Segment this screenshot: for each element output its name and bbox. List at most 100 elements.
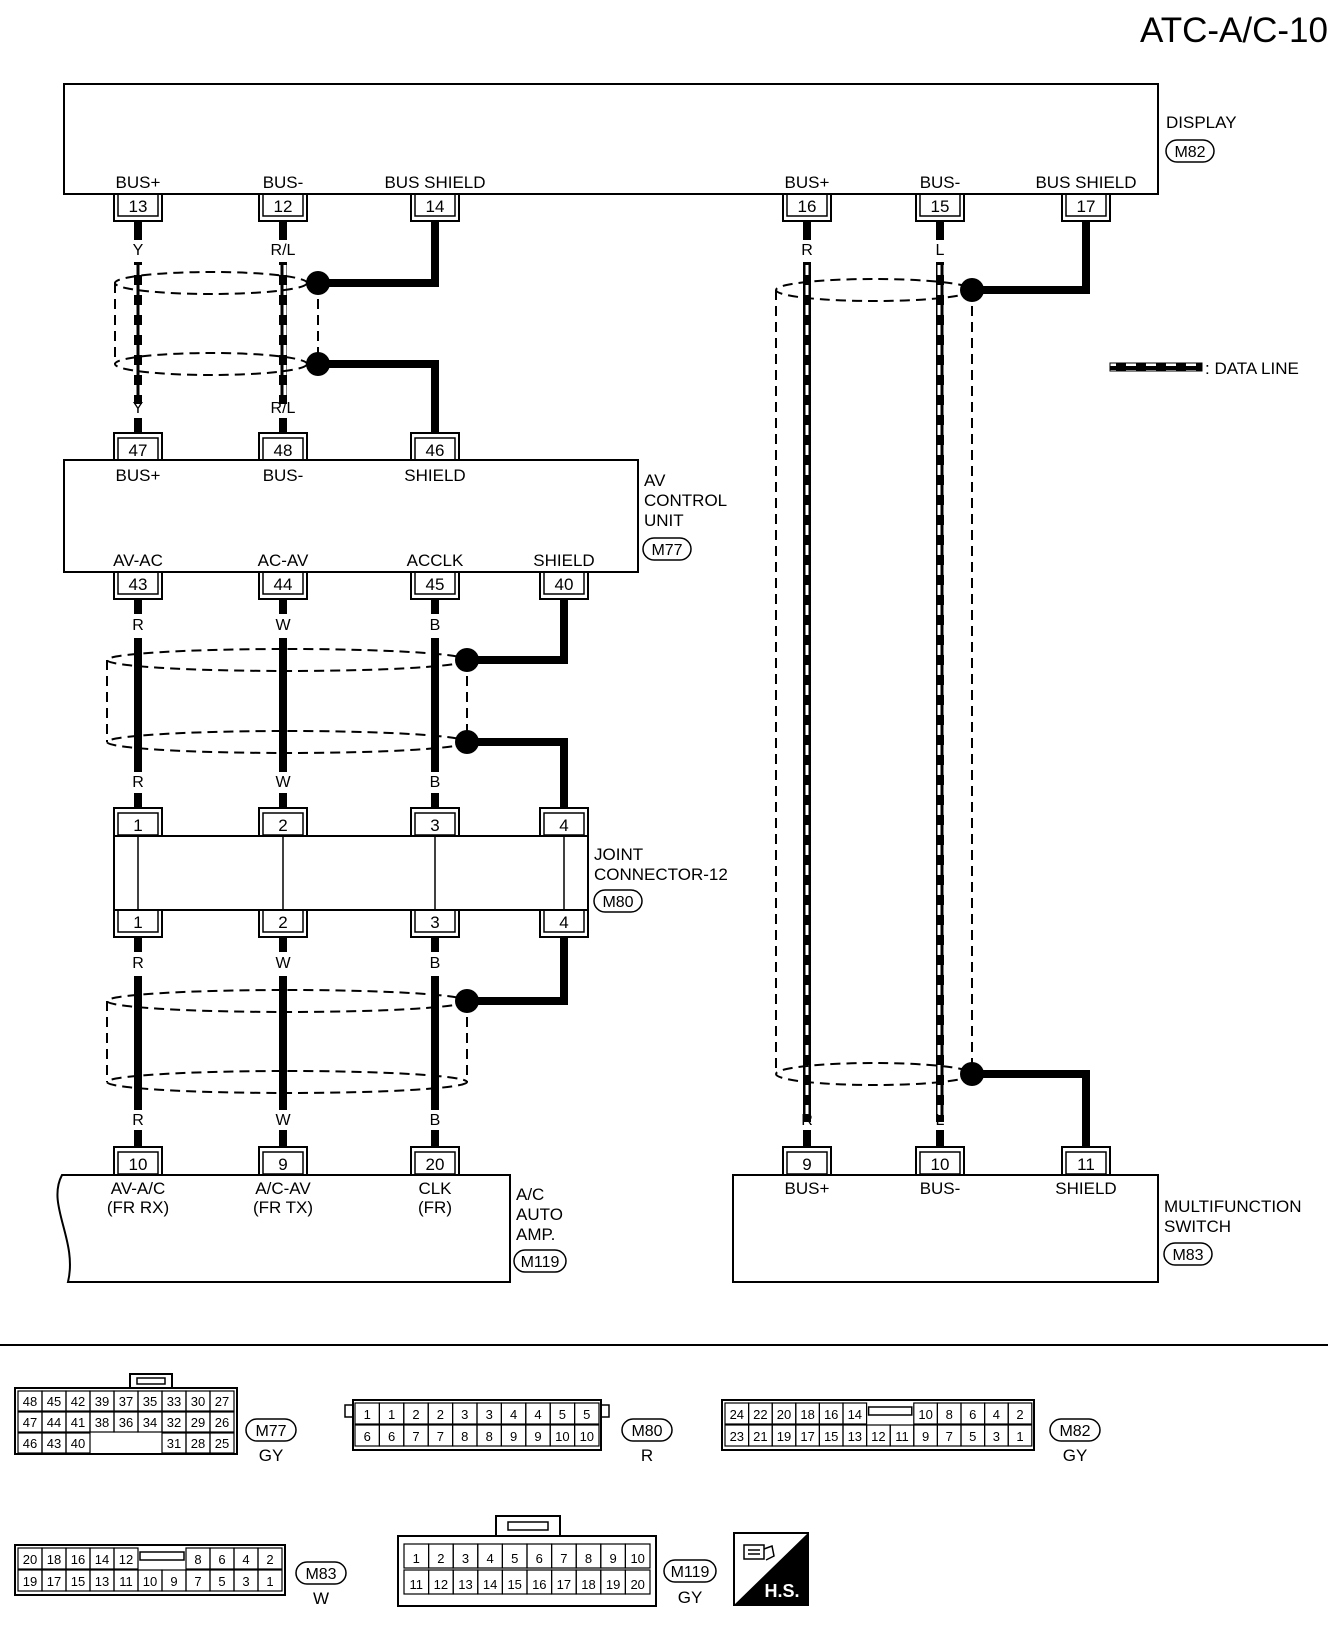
joint-connector-tag: M80	[602, 894, 633, 911]
av-unit-name: UNIT	[644, 511, 684, 530]
connector-pin-cell	[65, 1432, 91, 1454]
legend-data-line-symbol	[1109, 362, 1203, 372]
legend-data-line-label: : DATA LINE	[1205, 359, 1299, 378]
connector-pin-number: 2	[437, 1407, 444, 1422]
joint-connector-name: CONNECTOR-12	[594, 865, 728, 884]
connector-pin-number: 1	[266, 1574, 273, 1589]
connector-pin-number: 7	[194, 1574, 201, 1589]
amp-body-outline	[56, 1174, 511, 1283]
display-pin-label: BUS+	[116, 173, 161, 192]
joint-connector: 1 2 3 4 JOINT CONNECTOR-12 M80 1 2 3 4	[113, 807, 728, 938]
mfs-name: MULTIFUNCTION	[1164, 1197, 1302, 1216]
joint-pin-number: 1	[133, 913, 142, 932]
connector-lock-slot	[867, 1406, 913, 1416]
wire-color: R/L	[271, 242, 296, 259]
wire-color: Y	[133, 400, 144, 417]
connector-pin-cell	[209, 1411, 235, 1433]
connector-pin-number: 10	[143, 1574, 157, 1589]
amp-pin-label: (FR RX)	[107, 1198, 169, 1217]
connector-pin-number: 18	[581, 1577, 595, 1592]
mfs-pin-number: 10	[931, 1155, 950, 1174]
connector-pin-number: 47	[23, 1415, 37, 1430]
display-name: DISPLAY	[1166, 113, 1237, 132]
connector-pin-cell	[573, 1424, 600, 1447]
connector-pin-number: 30	[191, 1394, 205, 1409]
m80-tag-box	[621, 1418, 673, 1442]
joint-connector-tag-box	[593, 889, 643, 913]
connector-pin-cell	[573, 1402, 600, 1425]
wire-color: R	[132, 955, 144, 972]
m80-color: R	[641, 1446, 653, 1465]
connector-pin-number: 10	[580, 1429, 594, 1444]
display-pin-number: 16	[798, 197, 817, 216]
harness-side-symbol: H.S.	[733, 1532, 809, 1606]
m83-color: W	[313, 1589, 329, 1608]
connector-pin-number: 4	[486, 1551, 493, 1566]
connector-pin-number: 15	[824, 1429, 838, 1444]
connector-pin-number: 1	[413, 1551, 420, 1566]
wire-color: R	[132, 617, 144, 634]
connector-pin-number: 31	[167, 1436, 181, 1451]
connector-pin-number: 8	[946, 1407, 953, 1422]
connector-pin-number: 3	[242, 1574, 249, 1589]
connector-pin-number: 9	[170, 1574, 177, 1589]
wire-color: R	[132, 1112, 144, 1129]
av-control-unit: 47 48 46 BUS+ BUS- SHIELD AV-AC AC-AV AC…	[63, 432, 727, 600]
connector-pin-number: 1	[388, 1407, 395, 1422]
wire-color: W	[275, 617, 291, 634]
connector-pin-number: 7	[560, 1551, 567, 1566]
av-pin-number: 40	[555, 575, 574, 594]
joint-pin-number: 3	[430, 913, 439, 932]
amp-pin-label: (FR TX)	[253, 1198, 313, 1217]
connector-pin-number: 38	[95, 1415, 109, 1430]
connector-pin-number: 23	[730, 1429, 744, 1444]
connector-pin-number: 3	[461, 1407, 468, 1422]
connector-pin-number: 46	[23, 1436, 37, 1451]
av-pin-number: 46	[426, 441, 445, 460]
mfs-pin-label: SHIELD	[1055, 1179, 1116, 1198]
connector-pin-number: 44	[47, 1415, 61, 1430]
connector-pin-number: 8	[486, 1429, 493, 1444]
connector-pin-number: 12	[871, 1429, 885, 1444]
av-unit-name: AV	[644, 471, 666, 490]
connector-pin-number: 21	[753, 1429, 767, 1444]
connector-pin-number: 5	[583, 1407, 590, 1422]
connector-pin-number: 18	[47, 1552, 61, 1567]
connector-pin-number: 15	[71, 1574, 85, 1589]
connector-pin-number: 16	[532, 1577, 546, 1592]
wire-color: B	[430, 774, 441, 791]
display-unit: DISPLAY M82 BUS+ BUS- BUS SHIELD BUS+ BU…	[63, 83, 1237, 222]
connector-pin-number: 1	[1016, 1429, 1023, 1444]
connector-pin-number: 17	[800, 1429, 814, 1444]
harness-display-to-av: Y R/L Y R/L	[114, 221, 439, 433]
connector-pin-number: 13	[95, 1574, 109, 1589]
connector-pin-number: 17	[557, 1577, 571, 1592]
connector-pin-number: 26	[215, 1415, 229, 1430]
connector-pin-number: 16	[824, 1407, 838, 1422]
connector-pin-cell	[209, 1390, 235, 1412]
connector-pin-number: 12	[434, 1577, 448, 1592]
connector-pin-number: 12	[119, 1552, 133, 1567]
m119-color: GY	[678, 1588, 703, 1607]
display-pin-number: 12	[274, 197, 293, 216]
joint-connector-name: JOINT	[594, 845, 643, 864]
mfs-name: SWITCH	[1164, 1217, 1231, 1236]
connector-pin-number: 7	[412, 1429, 419, 1444]
connector-hand-icon	[743, 1544, 775, 1561]
joint-pin-number: 4	[559, 913, 568, 932]
m82-tag-box	[1049, 1418, 1101, 1442]
display-pin-number: 15	[931, 197, 950, 216]
joint-pin-number: 4	[559, 816, 568, 835]
m83-tag-box	[295, 1561, 347, 1585]
connector-pin-number: 9	[534, 1429, 541, 1444]
connector-pin-number: 35	[143, 1394, 157, 1409]
connector-pin-number: 42	[71, 1394, 85, 1409]
hs-label: H.S.	[764, 1581, 799, 1601]
